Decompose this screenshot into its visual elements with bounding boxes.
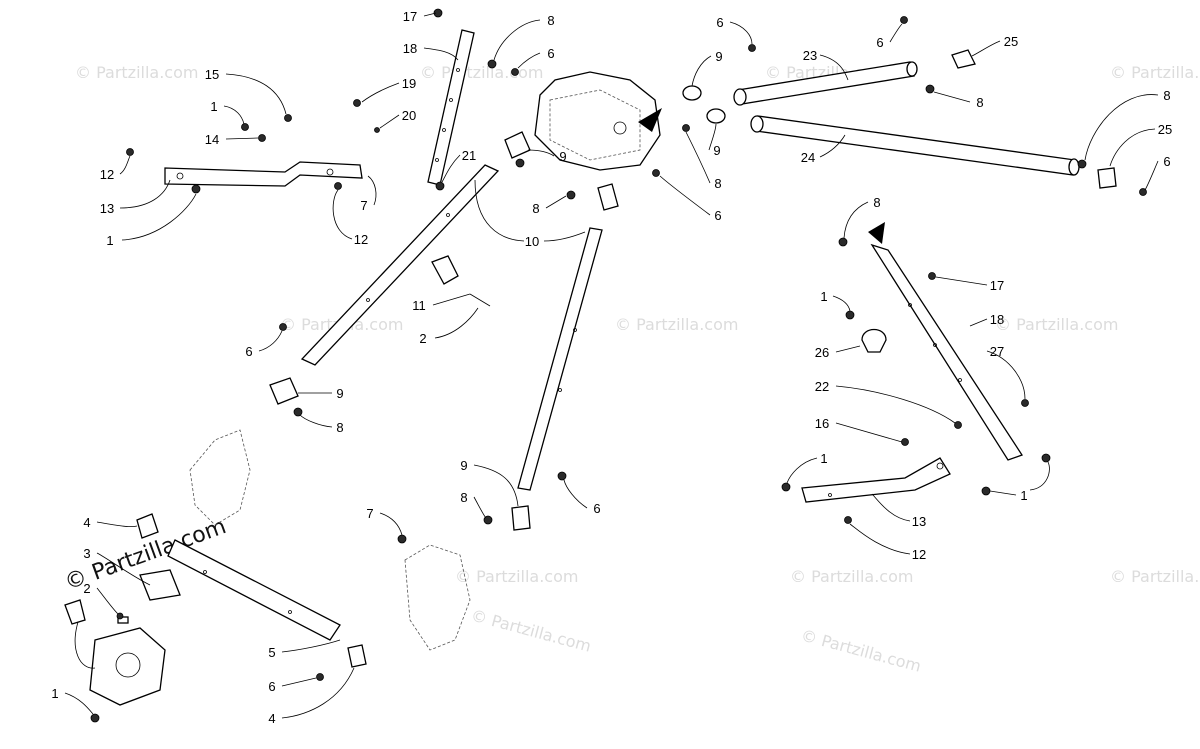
- callout-number: 10: [525, 234, 539, 249]
- watermark-text: © Partzilla.com: [1110, 567, 1200, 586]
- callout-number: 14: [205, 132, 219, 147]
- callout-number: 25: [1004, 34, 1018, 49]
- callout-number: 20: [402, 108, 416, 123]
- callout-number: 19: [402, 76, 416, 91]
- callout-number: 7: [360, 198, 367, 213]
- callout-number: 8: [336, 420, 343, 435]
- callout-number: 1: [210, 99, 217, 114]
- watermark-text: © Partzilla.com: [790, 567, 913, 586]
- callout-number: 9: [713, 143, 720, 158]
- callout-number: 16: [815, 416, 829, 431]
- callout-number: 27: [990, 344, 1004, 359]
- callout-number: 6: [716, 15, 723, 30]
- watermark-text: © Partzilla.com: [799, 626, 923, 676]
- callout-number: 8: [976, 95, 983, 110]
- lower-crossbar: [167, 539, 341, 641]
- callout-number: 1: [106, 233, 113, 248]
- callout-number: 9: [559, 149, 566, 164]
- callout-number: 17: [403, 9, 417, 24]
- callout-number: 6: [876, 35, 883, 50]
- callout-number: 6: [268, 679, 275, 694]
- callout-number: 4: [268, 711, 275, 726]
- callout-number: 12: [100, 167, 114, 182]
- direction-arrow-icon: [868, 222, 885, 244]
- watermark-text: © Partzilla.com: [615, 315, 738, 334]
- right-vertical-strut: [870, 243, 1023, 461]
- callout-number: 9: [336, 386, 343, 401]
- watermark-text: © Partzilla.com: [469, 606, 593, 656]
- callout-number: 1: [820, 289, 827, 304]
- callout-number: 12: [354, 232, 368, 247]
- callout-number: 18: [990, 312, 1004, 327]
- callout-number: 11: [412, 298, 426, 313]
- power-steering-motor: [64, 569, 181, 706]
- center-frame-mount: [404, 544, 471, 651]
- callout-number: 21: [462, 148, 476, 163]
- callout-number: 18: [403, 41, 417, 56]
- callout-number: 23: [803, 48, 817, 63]
- callout-number: 4: [83, 515, 90, 530]
- callout-number: 6: [714, 208, 721, 223]
- callout-number: 8: [714, 176, 721, 191]
- callout-number: 25: [1158, 122, 1172, 137]
- watermark-text: © Partzilla.com: [420, 63, 543, 82]
- callout-number: 6: [547, 46, 554, 61]
- callout-number: 7: [366, 506, 373, 521]
- watermark-text: © Partzilla.com: [995, 315, 1118, 334]
- callout-number: 6: [245, 344, 252, 359]
- callout-number: 26: [815, 345, 829, 360]
- callout-number: 12: [912, 547, 926, 562]
- hardware: [90, 8, 1147, 723]
- callout-number: 8: [1163, 88, 1170, 103]
- callout-number: 1: [51, 686, 58, 701]
- watermark-text: © Partzilla.com: [1110, 63, 1200, 82]
- lower-right-tube: [755, 115, 1076, 176]
- watermark-text: © Partzilla.com: [455, 567, 578, 586]
- callout-number: 5: [268, 645, 275, 660]
- parts-layer: [64, 8, 1159, 723]
- callout-number: 8: [532, 201, 539, 216]
- callout-number: 1: [1020, 488, 1027, 503]
- callout-number: 17: [990, 278, 1004, 293]
- leader-lines: [64, 12, 1159, 719]
- callout-number: 2: [419, 331, 426, 346]
- lower-right-crossbar: [801, 457, 951, 503]
- main-diagonal-tube: [300, 164, 500, 366]
- callout-number: 13: [912, 514, 926, 529]
- callout-number: 3: [83, 546, 90, 561]
- watermark-text: © Partzilla.com: [75, 63, 198, 82]
- callout-number: 9: [460, 458, 467, 473]
- callout-number: 1: [820, 451, 827, 466]
- secondary-vertical-tube: [517, 227, 603, 491]
- callout-number: 8: [460, 490, 467, 505]
- callout-number: 6: [1163, 154, 1170, 169]
- callout-number: 15: [205, 67, 219, 82]
- upper-left-crossbar: [164, 161, 363, 187]
- callout-number: 6: [593, 501, 600, 516]
- mount-bracket: [431, 255, 459, 285]
- callout-number: 2: [83, 581, 90, 596]
- callout-number: 9: [715, 49, 722, 64]
- callout-number: 8: [873, 195, 880, 210]
- callout-number: 8: [547, 13, 554, 28]
- left-frame-mount: [189, 429, 251, 526]
- direction-arrow-icon: [638, 108, 662, 132]
- callout-number: 22: [815, 379, 829, 394]
- callout-number: 13: [100, 201, 114, 216]
- callout-number: 24: [801, 150, 815, 165]
